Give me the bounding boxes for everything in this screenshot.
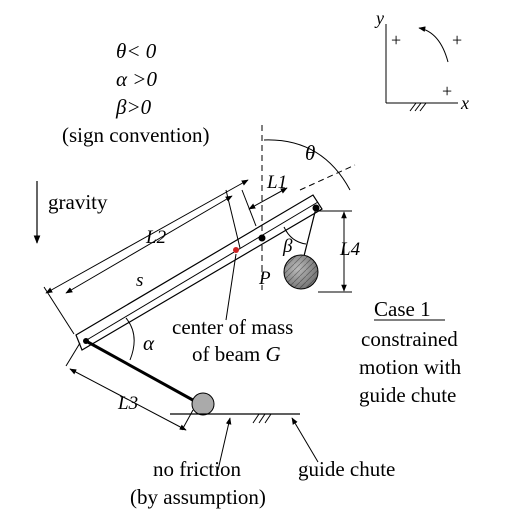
com-label-line1: center of mass	[172, 315, 293, 339]
plus-x: +	[442, 81, 452, 101]
beta-sign: β>0	[115, 95, 152, 119]
point-P-label: P	[258, 268, 271, 289]
sign-convention: θ< 0 α >0 β>0 (sign convention)	[62, 39, 210, 147]
center-of-mass-dot	[233, 247, 239, 253]
plus-rotation: +	[452, 30, 462, 50]
axes-icon: y x + + +	[374, 8, 469, 113]
dimension-L1: L1	[241, 172, 288, 227]
case-description: Case 1 constrained motion with guide chu…	[359, 297, 462, 407]
svg-text:guide chute: guide chute	[359, 383, 456, 407]
plus-y: +	[391, 30, 401, 50]
alpha-label: α	[143, 331, 155, 355]
svg-text:L4: L4	[339, 239, 361, 260]
beta-label: β	[282, 236, 293, 257]
no-friction-pointer	[217, 417, 232, 471]
svg-text:L3: L3	[117, 393, 138, 414]
gravity-indicator: gravity	[33, 181, 108, 244]
guide-chute-label: guide chute	[298, 457, 395, 481]
alpha-sign: α >0	[116, 67, 157, 91]
beta-arc	[283, 226, 307, 245]
pivot-P	[258, 234, 266, 242]
pendulum-rod	[302, 207, 317, 261]
dimension-L4: L4	[318, 210, 361, 293]
sign-convention-caption: (sign convention)	[62, 123, 210, 147]
svg-text:L1: L1	[266, 172, 287, 193]
com-pointer	[225, 253, 237, 321]
no-friction-line2: (by assumption)	[130, 485, 266, 509]
slider-ball	[191, 392, 215, 416]
no-friction-line1: no friction	[153, 457, 242, 481]
x-axis-label: x	[460, 93, 469, 113]
svg-text:motion with: motion with	[359, 355, 462, 379]
beam-axis-extension	[299, 164, 356, 191]
y-axis-label: y	[374, 8, 384, 28]
alpha-arc	[125, 317, 135, 361]
svg-text:constrained: constrained	[361, 327, 458, 351]
dimension-s: s	[65, 189, 241, 294]
theta-sign: θ< 0	[116, 39, 157, 63]
dimension-L3: L3	[65, 342, 194, 431]
case-title: Case 1	[374, 297, 431, 321]
guide-chute-pointer	[291, 417, 319, 463]
pivot-lower	[83, 338, 89, 344]
theta-label: θ	[305, 141, 315, 165]
svg-text:s: s	[136, 270, 143, 291]
com-label-line2: of beam G	[192, 342, 281, 366]
theta-arc	[263, 139, 351, 191]
gravity-label: gravity	[48, 190, 108, 214]
rotation-arrow-icon	[418, 26, 449, 63]
